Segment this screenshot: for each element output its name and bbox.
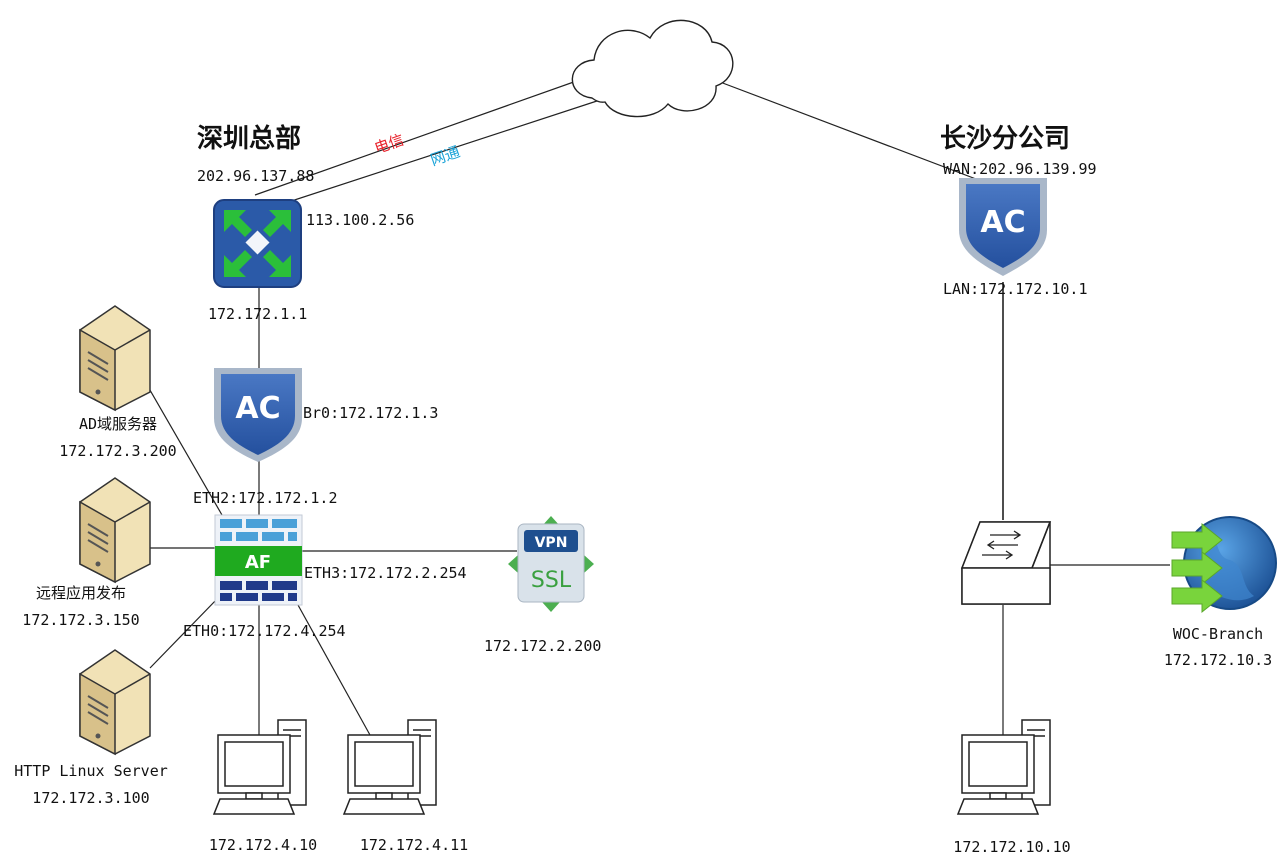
hq-telecom-ip: 202.96.137.88 xyxy=(197,167,315,185)
hq-netcom-ip: 113.100.2.56 xyxy=(306,211,415,229)
ssl-vpn-ip: 172.172.2.200 xyxy=(484,637,602,655)
woc-globe-icon xyxy=(1171,516,1277,614)
branch-ac-lan-ip: LAN:172.172.10.1 xyxy=(943,280,1088,298)
af-firewall-icon: AF xyxy=(214,514,303,606)
link-netcom-to-cloud xyxy=(269,99,601,209)
hq-ac-ip: Br0:172.172.1.3 xyxy=(303,404,439,422)
http-server-icon xyxy=(79,649,151,756)
vpn-badge: VPN xyxy=(535,535,568,551)
app-server-ip: 172.172.3.150 xyxy=(22,611,140,629)
ad-server-icon xyxy=(79,305,151,412)
internet-cloud-icon xyxy=(571,19,734,118)
ad-server-ip: 172.172.3.200 xyxy=(59,442,177,460)
link-telecom-to-cloud xyxy=(254,77,586,196)
pc-2-icon xyxy=(342,719,437,815)
branch-ac-shield-icon: AC xyxy=(959,178,1047,276)
woc-name: WOC-Branch xyxy=(1172,625,1264,643)
connections xyxy=(142,77,1170,736)
http-server-name: HTTP Linux Server xyxy=(14,762,168,780)
woc-ip: 172.172.10.3 xyxy=(1163,651,1273,669)
link-cloud-to-branch xyxy=(719,81,1006,191)
hq-site-title: 深圳总部 xyxy=(197,124,302,154)
hq-router-lan-ip: 172.172.1.1 xyxy=(208,305,308,323)
router-icon xyxy=(213,199,302,288)
af-eth3-ip: ETH3:172.172.2.254 xyxy=(304,564,467,582)
hq-ac-label: AC xyxy=(235,391,280,426)
af-eth0-ip: ETH0:172.172.4.254 xyxy=(183,622,346,640)
hq-ac-shield-icon: AC xyxy=(214,368,302,462)
link-af-to-http-server xyxy=(149,597,219,669)
branch-site-title: 长沙分公司 xyxy=(940,124,1071,154)
ssl-text: SSL xyxy=(531,568,572,593)
af-label: AF xyxy=(245,552,271,573)
pc-1-icon xyxy=(212,719,307,815)
ssl-vpn-icon: VPN SSL xyxy=(508,516,594,612)
branch-ac-label: AC xyxy=(980,205,1025,240)
pc-1-ip: 172.172.4.10 xyxy=(208,836,318,854)
branch-pc-icon xyxy=(956,719,1051,815)
switch-icon xyxy=(960,521,1052,605)
branch-ac-wan-ip: WAN:202.96.139.99 xyxy=(943,160,1097,178)
ad-server-name: AD域服务器 xyxy=(78,415,158,433)
branch-pc-ip: 172.172.10.10 xyxy=(953,838,1071,856)
app-server-icon xyxy=(79,477,151,584)
app-server-name: 远程应用发布 xyxy=(35,584,127,602)
af-eth2-ip: ETH2:172.172.1.2 xyxy=(193,489,338,507)
link-af-to-pc2 xyxy=(297,604,371,736)
link-af-to-ad-server xyxy=(142,377,223,516)
http-server-ip: 172.172.3.100 xyxy=(32,789,150,807)
pc-2-ip: 172.172.4.11 xyxy=(359,836,469,854)
